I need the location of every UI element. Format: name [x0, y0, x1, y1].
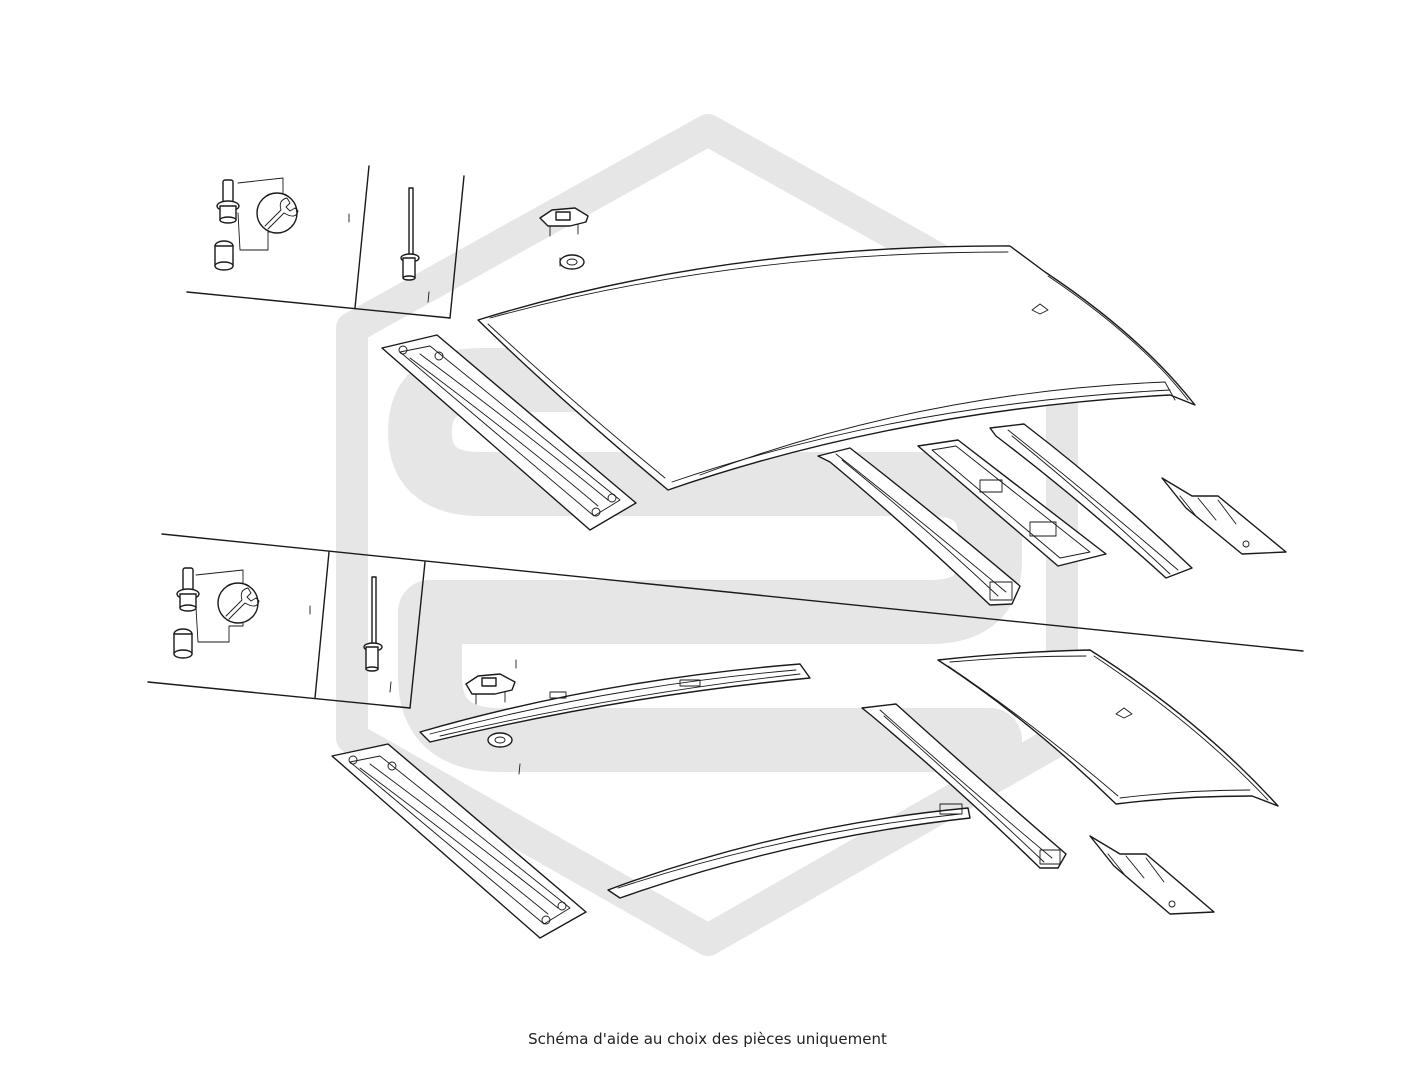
rear-bracket-top — [1161, 477, 1287, 555]
wrench-icon — [217, 582, 260, 624]
rear-bracket-bottom — [1089, 835, 1215, 915]
variant-bottom — [147, 551, 1279, 939]
clip-bottom — [465, 659, 521, 775]
diagram-caption: Schéma d'aide au choix des pièces unique… — [528, 1030, 887, 1048]
centre-crossmember-top — [917, 439, 1107, 567]
fastener-panel-bottom — [147, 551, 426, 709]
roof-panel-bottom — [937, 649, 1279, 807]
roof-panel-top — [477, 245, 1196, 491]
rivet-icon — [400, 187, 420, 281]
front-crossmember-bottom — [331, 743, 587, 939]
side-rail-right-top — [989, 423, 1193, 579]
side-rail-left-top — [817, 447, 1021, 606]
bolt-icon — [173, 567, 200, 659]
rear-header-bottom — [607, 803, 971, 899]
rivet-icon — [363, 576, 383, 672]
variant-divider — [161, 533, 1304, 652]
wrench-icon — [256, 192, 299, 234]
fastener-panel-top — [186, 165, 465, 319]
clip-top — [539, 207, 589, 270]
bolt-icon — [214, 179, 240, 271]
variant-top — [186, 165, 1287, 606]
front-header-bottom — [419, 663, 811, 743]
front-crossmember-top — [381, 334, 637, 531]
side-rail-bottom — [861, 703, 1067, 869]
